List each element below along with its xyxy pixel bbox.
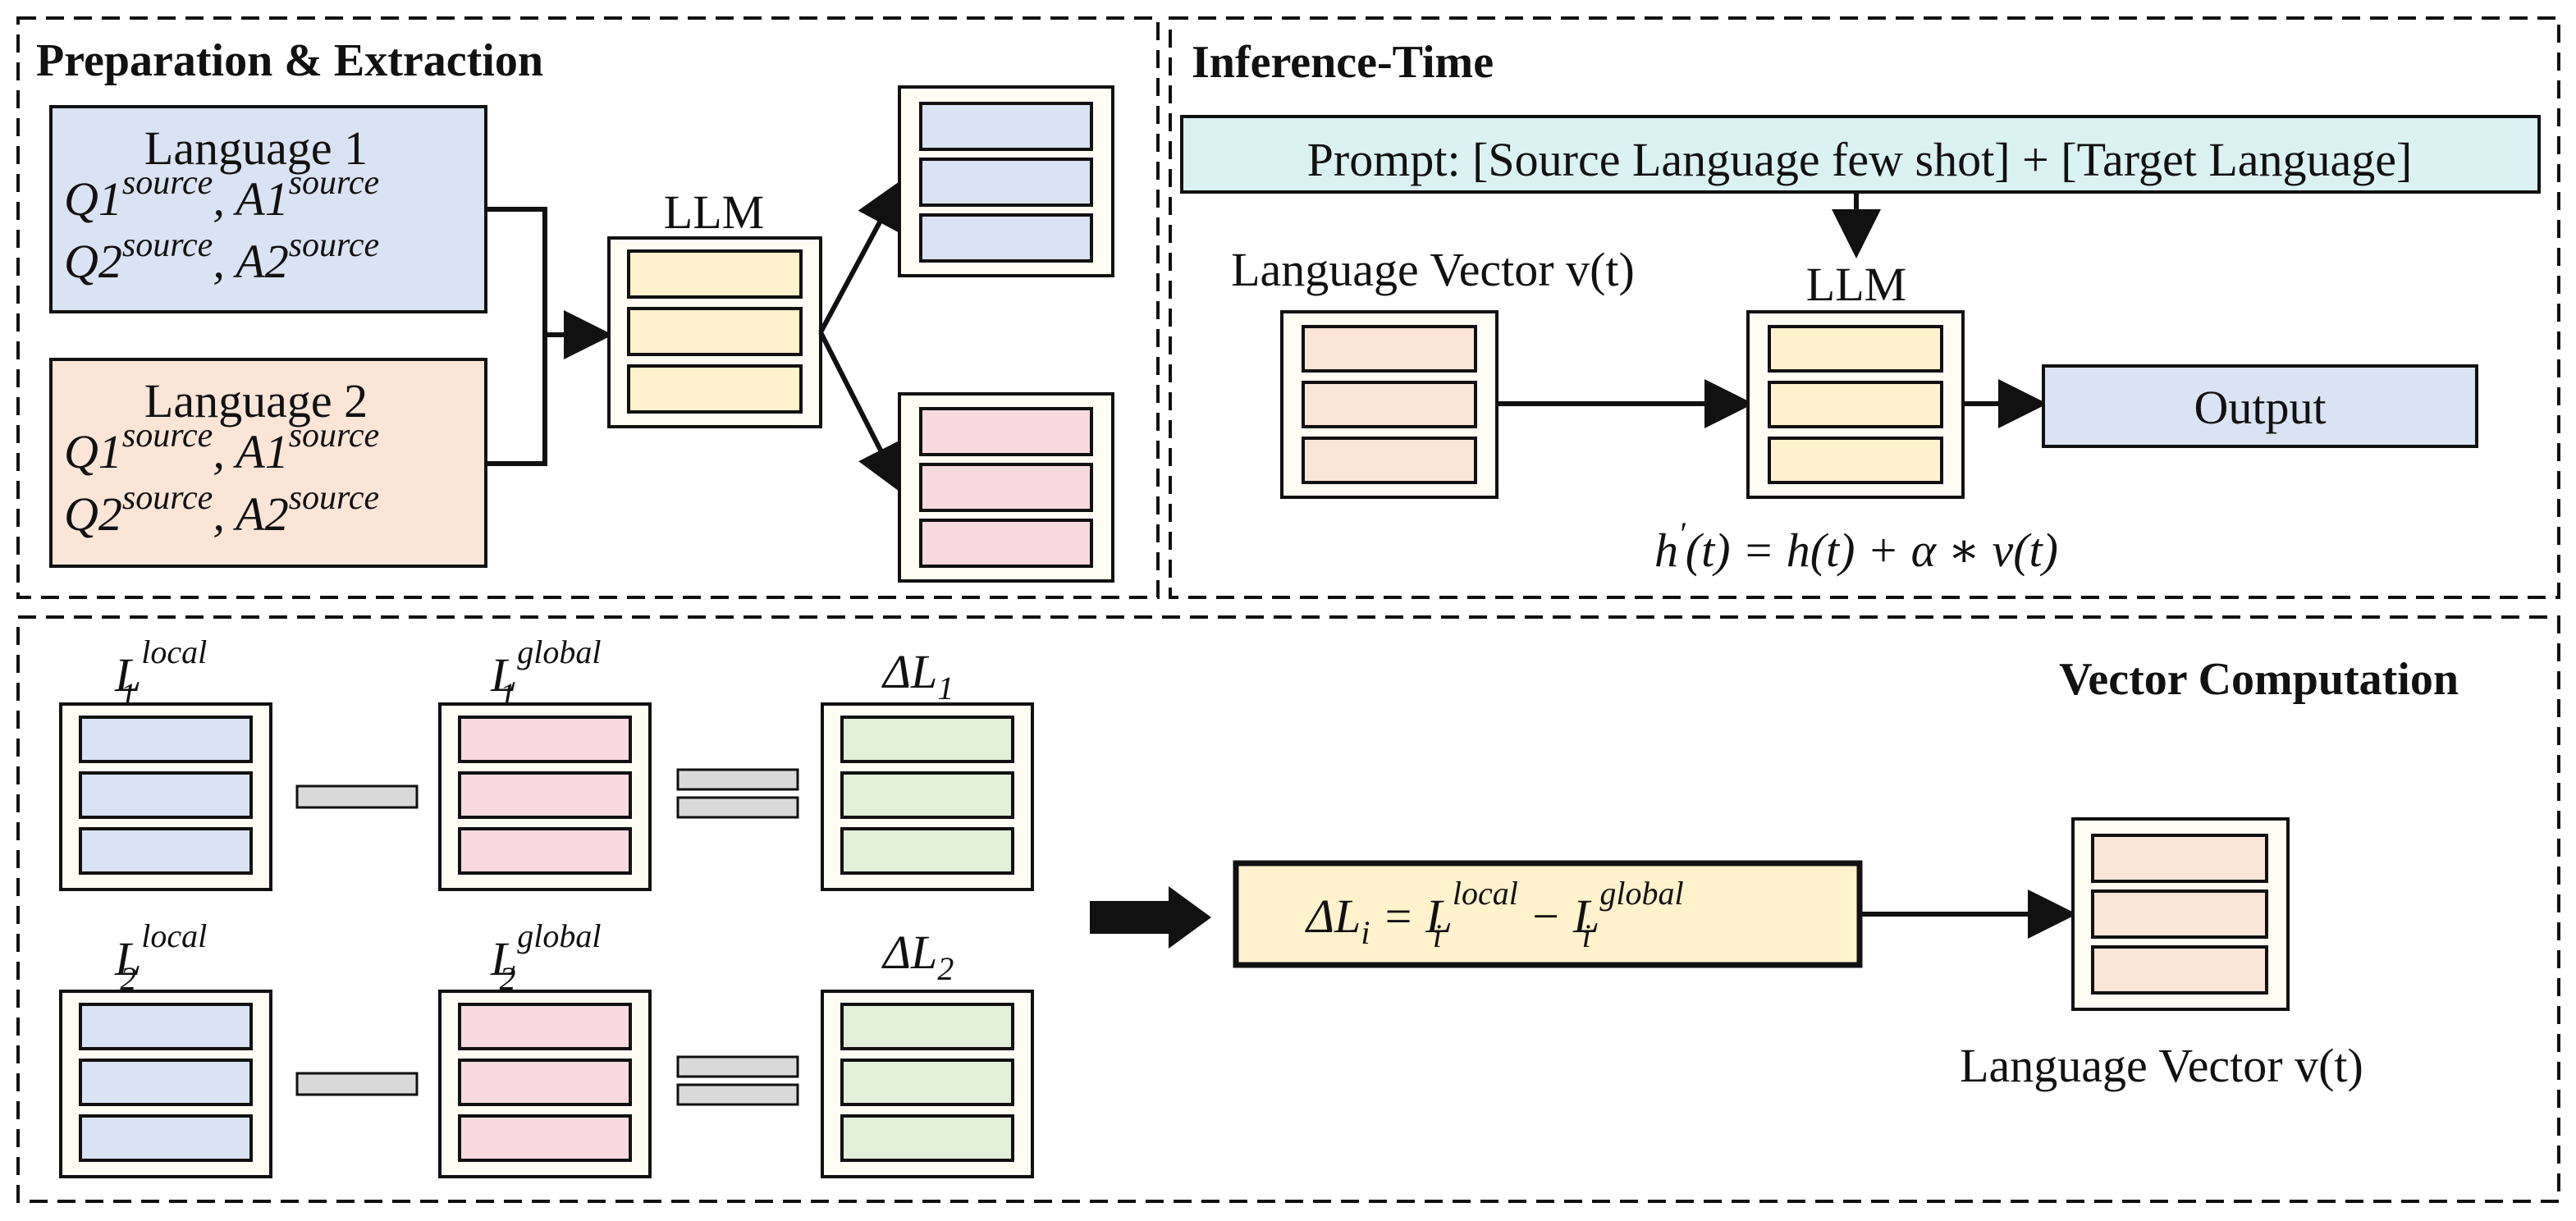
- blue-stack-layer: [919, 158, 1093, 207]
- l2-global-layer: [458, 1059, 632, 1106]
- inference-llm-layer: [1768, 325, 1943, 373]
- language1-line1: Q1source, A1source: [64, 164, 379, 226]
- connector-language2-to-llm: [486, 335, 547, 466]
- minus-sign-row2: [295, 1072, 419, 1096]
- panel-preparation-border: [16, 16, 1160, 599]
- l1-global-layer: [458, 716, 632, 763]
- delta2-layer: [840, 1003, 1014, 1050]
- prep-llm-layer: [627, 307, 803, 356]
- panel-inference-border: [1169, 16, 2560, 599]
- inference-title: Inference-Time: [1192, 37, 1494, 88]
- equals-sign-row1: [676, 768, 799, 819]
- vector-title: Vector Computation: [2059, 654, 2459, 705]
- prep-llm-label: LLM: [664, 185, 764, 239]
- minus-sign-row1: [295, 784, 419, 809]
- block-arrow-right: [1090, 886, 1211, 949]
- arrow-to-pink-stack: [818, 331, 904, 495]
- delta1-label: ΔL1: [881, 645, 954, 707]
- blue-stack-layer: [919, 102, 1093, 151]
- delta2-stack: [821, 990, 1034, 1178]
- language1-title: Language 1: [144, 121, 368, 175]
- result-vector-label: Language Vector v(t): [1960, 1039, 2363, 1092]
- equals-bar: [676, 1083, 799, 1106]
- inference-vector-stack: [1280, 310, 1498, 499]
- prep-llm-layer: [627, 364, 803, 414]
- result-vector-layer: [2091, 834, 2268, 883]
- l2-global-layer: [458, 1003, 632, 1050]
- output-box: [2042, 364, 2478, 448]
- result-vector-layer: [2091, 889, 2268, 939]
- delta-equation-box: [1233, 860, 1863, 968]
- result-vector-layer: [2091, 945, 2268, 995]
- equals-bar: [676, 1055, 799, 1078]
- language1-line2: Q2source, A2source: [64, 226, 379, 288]
- delta1-layer: [840, 827, 1014, 875]
- prep-blue-stack: [898, 85, 1114, 277]
- equals-sign-row2: [676, 1055, 799, 1106]
- l1-global-layer: [458, 771, 632, 819]
- output-text: Output: [2194, 381, 2326, 434]
- connector-language1-to-llm: [486, 207, 547, 335]
- preparation-title: Preparation & Extraction: [36, 35, 543, 86]
- inference-formula: h′(t) = h(t) + α ∗ v(t): [1654, 515, 2058, 577]
- l2-local-layer: [79, 1059, 253, 1106]
- prompt-text: Prompt: [Source Language few shot] + [Ta…: [1307, 133, 2413, 186]
- inference-llm-label: LLM: [1806, 258, 1906, 311]
- blue-stack-layer: [919, 213, 1093, 263]
- l1-local-layer: [79, 827, 253, 875]
- l2-global-stack: [438, 990, 652, 1178]
- delta2-layer: [840, 1114, 1014, 1162]
- pink-stack-layer: [919, 463, 1093, 512]
- l1-global-stack: [438, 702, 652, 891]
- inference-vector-layer: [1302, 325, 1477, 373]
- l2-global-layer: [458, 1114, 632, 1162]
- pink-stack-layer: [919, 407, 1093, 456]
- prep-llm-layer: [627, 249, 803, 299]
- prompt-box: [1180, 115, 2541, 194]
- delta1-layer: [840, 716, 1014, 763]
- panel-vector-border: [16, 615, 2560, 1203]
- delta2-layer: [840, 1059, 1014, 1106]
- inference-llm-stack: [1746, 310, 1965, 499]
- language2-line2: Q2source, A2source: [64, 479, 379, 541]
- inference-llm-layer: [1768, 437, 1943, 484]
- delta2-label: ΔL2: [881, 926, 954, 987]
- inference-llm-layer: [1768, 381, 1943, 428]
- l2-local-stack: [59, 990, 272, 1178]
- equals-bar: [676, 768, 799, 791]
- equals-bar: [676, 796, 799, 819]
- l1-local-stack: [59, 702, 272, 891]
- delta1-layer: [840, 771, 1014, 819]
- prep-pink-stack: [898, 392, 1114, 583]
- pink-stack-layer: [919, 519, 1093, 568]
- l2-local-layer: [79, 1114, 253, 1162]
- inference-vector-layer: [1302, 381, 1477, 428]
- l1-local-layer: [79, 771, 253, 819]
- l2-local-layer: [79, 1003, 253, 1050]
- language2-title: Language 2: [144, 374, 368, 428]
- l1-local-layer: [79, 716, 253, 763]
- language1-box: [49, 105, 487, 313]
- result-vector-stack: [2071, 817, 2290, 1011]
- delta1-stack: [821, 702, 1034, 891]
- l1-global-layer: [458, 827, 632, 875]
- prep-llm-stack: [607, 236, 822, 428]
- language2-box: [49, 358, 487, 568]
- language2-line1: Q1source, A1source: [64, 417, 379, 478]
- inference-vector-label: Language Vector v(t): [1231, 243, 1635, 296]
- inference-vector-layer: [1302, 437, 1477, 484]
- arrow-to-blue-stack: [818, 179, 904, 334]
